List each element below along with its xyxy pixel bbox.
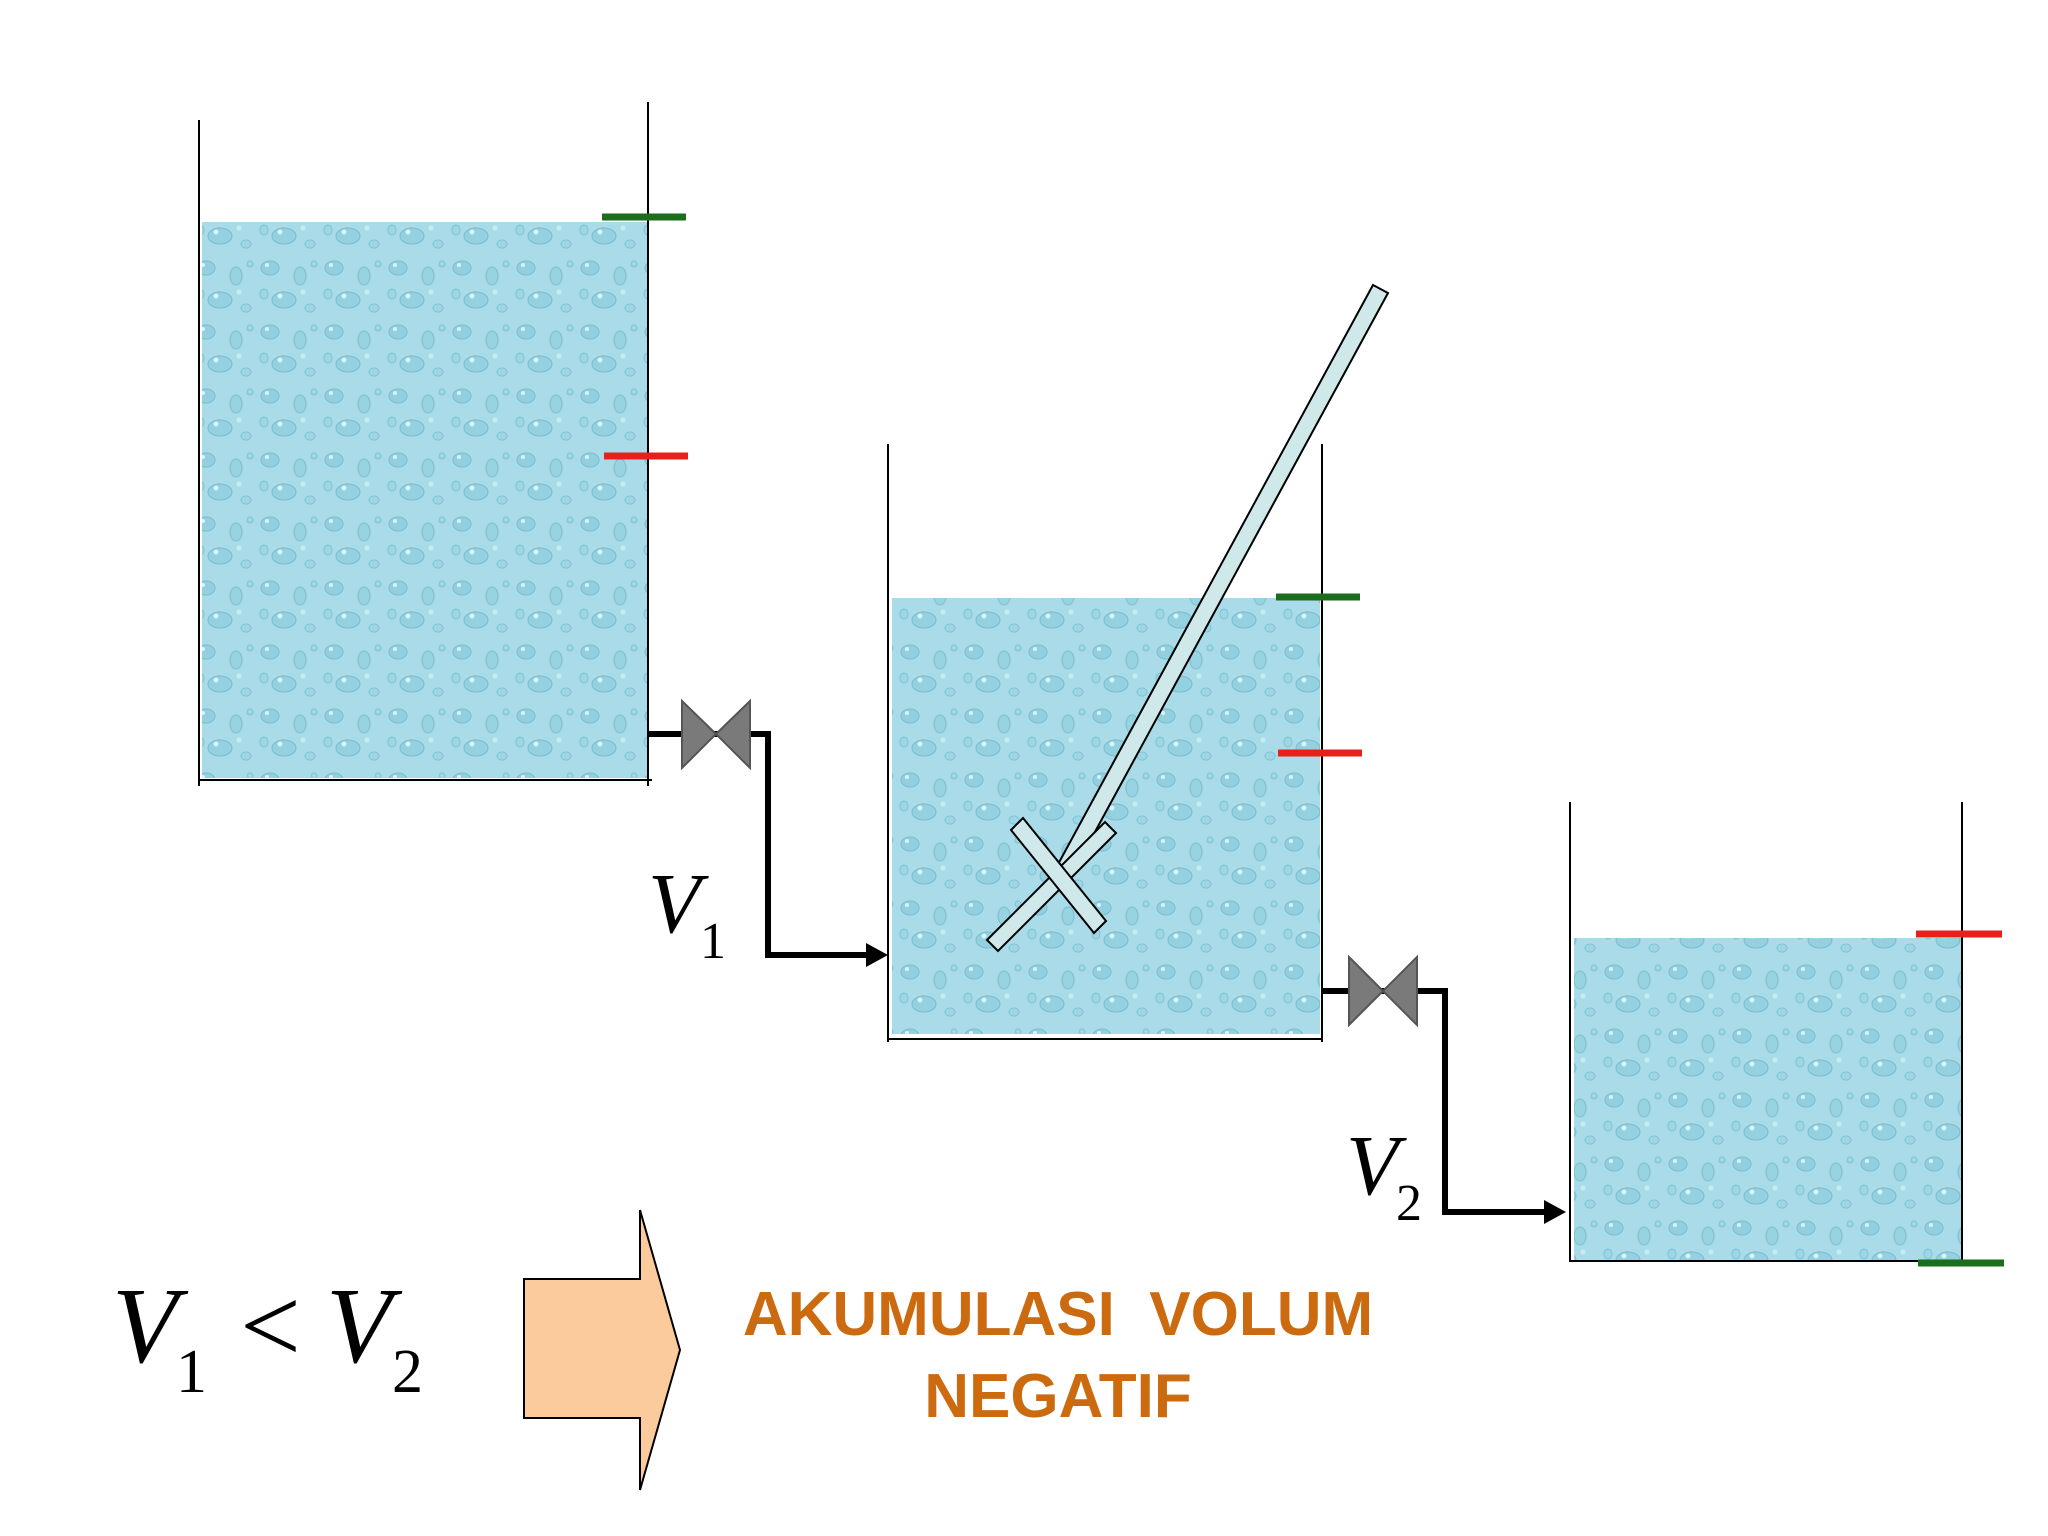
valve-2-label-subscript: 2 — [1396, 1175, 1422, 1232]
caption-line-1: AKUMULASI VOLUM — [743, 1280, 1373, 1349]
block-arrow-right-icon — [523, 1209, 682, 1491]
agitator-blade-b — [1009, 816, 1108, 935]
butterfly-valve-icon — [1348, 954, 1385, 1028]
tank-3-liquid — [1574, 938, 1962, 1262]
inequality-left-symbol: V — [112, 1267, 189, 1386]
butterfly-valve-icon — [681, 698, 718, 771]
inequality-right-subscript: 2 — [392, 1338, 423, 1406]
inequality-right-symbol: V — [326, 1267, 403, 1386]
tank-2-liquid — [892, 598, 1320, 1034]
tank-1 — [198, 102, 688, 786]
tank-3 — [1569, 802, 2004, 1267]
pipe-1-arrowhead — [866, 943, 888, 967]
inequality-expression: V 1 < V 2 — [112, 1267, 423, 1406]
pipe-2-arrowhead — [1544, 1200, 1566, 1224]
valve-2 — [1348, 954, 1418, 1028]
agitator-blade-a — [985, 820, 1118, 953]
valve-1-label-subscript: 1 — [700, 913, 726, 970]
inequality-operator: < — [240, 1267, 301, 1386]
valve-1-label: V — [648, 855, 709, 951]
tank-1-liquid — [202, 222, 648, 778]
valve-1 — [681, 698, 751, 771]
tank-2 — [887, 444, 1362, 1042]
valve-2-label: V — [1346, 1117, 1407, 1213]
caption-line-2: NEGATIF — [924, 1362, 1192, 1431]
inequality-left-subscript: 1 — [176, 1338, 207, 1406]
stirrer-icon — [985, 283, 1390, 953]
